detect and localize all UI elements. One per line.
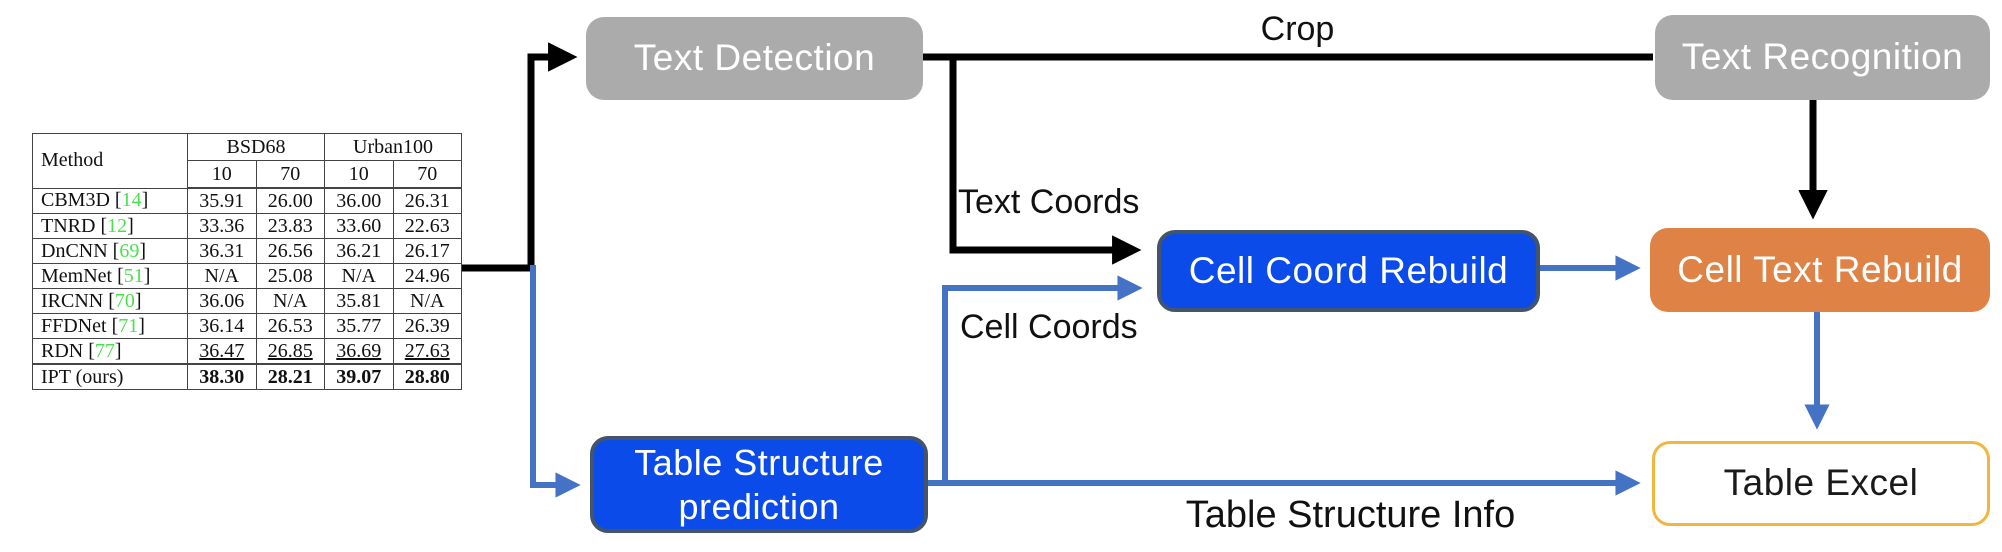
value-cell: 26.56 <box>255 238 325 264</box>
value-cell: 36.14 <box>187 313 257 339</box>
citation-number: 70 <box>114 289 135 312</box>
value-cell: 28.21 <box>255 363 325 390</box>
sub-header: 70 <box>255 160 325 189</box>
value-cell: 36.69 <box>324 338 394 365</box>
table-row: 10 70 10 70 <box>33 160 462 189</box>
method-cell: CBM3D [14] <box>32 187 188 214</box>
value-cell: 27.63 <box>392 338 462 365</box>
method-cell: IPT (ours) <box>32 363 188 390</box>
label-cell-coords: Cell Coords <box>960 308 1138 346</box>
node-text-detection: Text Detection <box>586 17 923 100</box>
node-cell-text-rebuild: Cell Text Rebuild <box>1650 228 1990 312</box>
value-cell: N/A <box>255 288 325 314</box>
value-cell: 36.06 <box>187 288 257 314</box>
method-cell: MemNet [51] <box>32 263 188 289</box>
node-text-recognition: Text Recognition <box>1655 15 1990 100</box>
label-table-structure-info: Table Structure Info <box>1185 494 1516 536</box>
method-cell: RDN [77] <box>32 338 188 365</box>
value-cell: 28.80 <box>392 363 462 390</box>
value-cell: N/A <box>187 263 257 289</box>
value-cell: 36.31 <box>187 238 257 264</box>
value-cell: 25.08 <box>255 263 325 289</box>
label-crop: Crop <box>1260 10 1335 48</box>
value-cell: 39.07 <box>324 363 394 390</box>
citation-number: 71 <box>118 314 139 337</box>
col-group-bsd68: BSD68 <box>187 133 325 161</box>
value-cell: N/A <box>392 288 462 314</box>
value-cell: 22.63 <box>392 213 462 239</box>
value-cell: 36.00 <box>324 187 394 214</box>
citation-number: 77 <box>94 339 115 362</box>
value-cell: N/A <box>324 263 394 289</box>
edge-table-to-structure-prediction <box>530 265 581 498</box>
method-cell: TNRD [12] <box>32 213 188 239</box>
value-cell: 38.30 <box>187 363 257 390</box>
value-cell: 26.85 <box>255 338 325 365</box>
value-cell: 26.31 <box>392 187 462 214</box>
value-cell: 36.47 <box>187 338 257 365</box>
col-group-urban100: Urban100 <box>324 133 462 161</box>
value-cell: 35.91 <box>187 187 257 214</box>
sub-header: 10 <box>187 160 257 189</box>
value-cell: 33.36 <box>187 213 257 239</box>
node-cell-coord-rebuild: Cell Coord Rebuild <box>1157 230 1540 312</box>
citation-number: 51 <box>123 264 144 287</box>
value-cell: 33.60 <box>324 213 394 239</box>
method-cell: DnCNN [69] <box>32 238 188 264</box>
value-cell: 36.21 <box>324 238 394 264</box>
method-cell: IRCNN [70] <box>32 288 188 314</box>
node-table-structure-prediction: Table Structure prediction <box>590 436 928 533</box>
citation-number: 69 <box>119 239 140 262</box>
value-cell: 26.17 <box>392 238 462 264</box>
value-cell: 26.53 <box>255 313 325 339</box>
label-text-coords: Text Coords <box>958 183 1140 221</box>
edge-table-to-text-detection <box>462 42 578 272</box>
method-header: Method <box>32 133 188 189</box>
value-cell: 26.00 <box>255 187 325 214</box>
citation-number: 14 <box>121 189 142 212</box>
table-row: Method BSD68 Urban100 <box>32 133 462 189</box>
citation-number: 12 <box>107 214 128 237</box>
sub-header: 10 <box>324 160 394 189</box>
value-cell: 35.81 <box>324 288 394 314</box>
sub-header: 70 <box>392 160 462 189</box>
value-cell: 24.96 <box>392 263 462 289</box>
value-cell: 26.39 <box>392 313 462 339</box>
value-cell: 23.83 <box>255 213 325 239</box>
input-table-header: Method BSD68 Urban100 10 70 10 70 <box>32 133 462 189</box>
node-table-excel: Table Excel <box>1652 441 1990 526</box>
method-cell: FFDNet [71] <box>32 313 188 339</box>
input-table-image: Method BSD68 Urban100 10 70 10 70 CBM3D … <box>32 133 462 390</box>
value-cell: 35.77 <box>324 313 394 339</box>
